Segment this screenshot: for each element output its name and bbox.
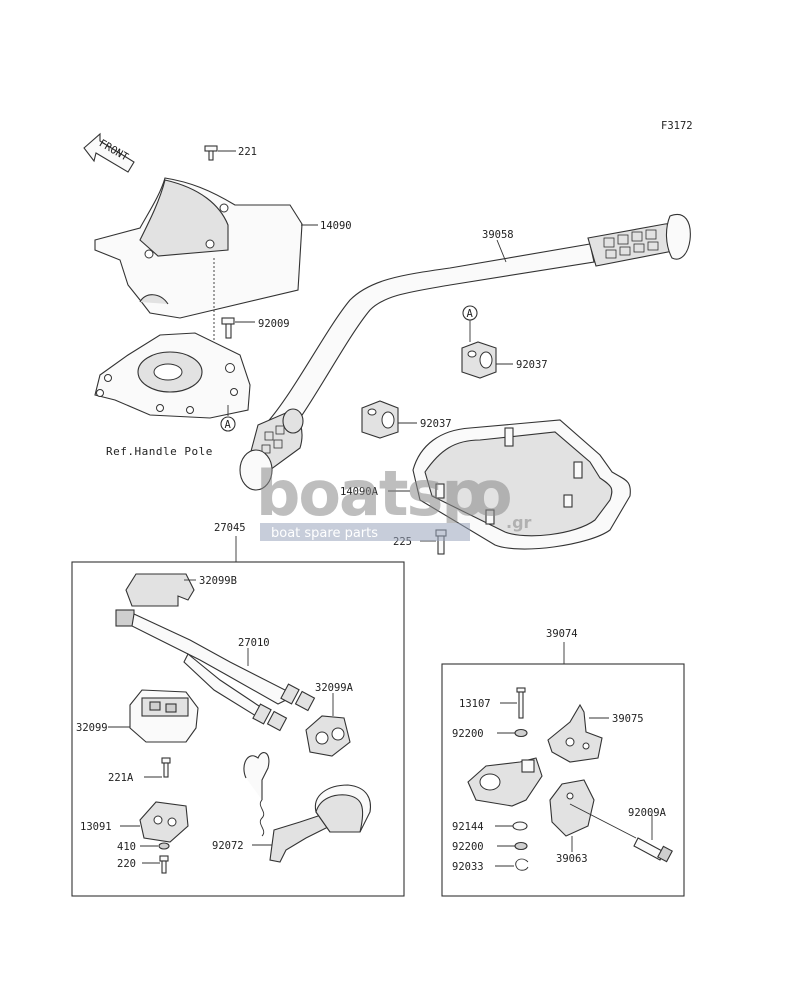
clamp-92037-upper — [461, 341, 497, 379]
handlebar-39058 — [239, 214, 691, 491]
label-32099: 32099 — [76, 722, 108, 734]
callout-a-left: A — [220, 416, 236, 432]
handle-cover-14090 — [94, 177, 303, 319]
label-221A: 221A — [108, 772, 134, 784]
pin-13107 — [516, 687, 526, 719]
clamp-32099A — [305, 715, 351, 757]
cable-terminal-lower — [252, 703, 288, 732]
spring-92144 — [512, 821, 528, 831]
label-13107: 13107 — [459, 698, 491, 710]
screw-221A — [161, 757, 171, 778]
throttle-body — [467, 757, 543, 807]
holder-13091 — [139, 801, 189, 843]
label-92037-upper: 92037 — [516, 359, 548, 371]
screw-220 — [159, 855, 169, 874]
label-221: 221 — [238, 146, 257, 158]
label-92144: 92144 — [452, 821, 484, 833]
label-13091: 13091 — [80, 821, 112, 833]
cable-27010 — [115, 609, 316, 732]
label-39058: 39058 — [482, 229, 514, 241]
label-27045: 27045 — [214, 522, 246, 534]
washer-92200-lower — [514, 841, 528, 851]
assembly-box-39074 — [441, 663, 685, 897]
handle-base-14090A — [412, 419, 631, 550]
washer-92200-upper — [514, 728, 528, 738]
label-92037-lower: 92037 — [420, 418, 452, 430]
front-arrow-icon: FRONT — [83, 132, 135, 173]
watermark-brand: boatsp — [256, 457, 484, 530]
label-14090: 14090 — [320, 220, 352, 232]
label-92200-upper: 92200 — [452, 728, 484, 740]
callout-a-right: A — [462, 305, 478, 321]
cable-terminal-upper — [280, 683, 316, 712]
ref-handle-pole-label: Ref.Handle Pole — [106, 445, 213, 458]
cover-32099B — [125, 573, 195, 607]
label-39063: 39063 — [556, 853, 588, 865]
circlip-92033 — [515, 858, 529, 871]
label-32099B: 32099B — [199, 575, 237, 587]
handle-pole-base-plate — [94, 332, 251, 419]
watermark: boatsp o .gr boat spare parts — [256, 457, 532, 541]
label-39075: 39075 — [612, 713, 644, 725]
watermark-brand-suffix: o — [470, 457, 513, 530]
label-92072: 92072 — [212, 840, 244, 852]
callout-a-left-text: A — [225, 419, 232, 431]
label-32099A: 32099A — [315, 682, 354, 694]
screw-221 — [204, 145, 218, 161]
washer-410 — [158, 842, 170, 850]
clamp-92037-lower — [361, 400, 399, 439]
label-92200-lower: 92200 — [452, 841, 484, 853]
label-92009: 92009 — [258, 318, 290, 330]
watermark-tagline-bg — [260, 523, 470, 541]
watermark-domain: .gr — [506, 513, 532, 532]
sleeve-39063 — [549, 779, 595, 837]
screw-92009A — [633, 837, 673, 863]
figure-code: F3172 — [661, 120, 693, 132]
label-39074: 39074 — [546, 628, 578, 640]
label-92009A: 92009A — [628, 807, 667, 819]
callout-a-right-text: A — [467, 308, 474, 320]
label-14090A: 14090A — [340, 486, 379, 498]
watermark-tagline: boat spare parts — [271, 526, 378, 541]
label-410: 410 — [117, 841, 136, 853]
screw-92009 — [221, 317, 235, 339]
label-27010: 27010 — [238, 637, 270, 649]
lanyard-clip-92072 — [243, 752, 371, 863]
label-220: 220 — [117, 858, 136, 870]
label-92033: 92033 — [452, 861, 484, 873]
lever-39075 — [547, 703, 603, 763]
assembly-box-27045 — [71, 561, 405, 897]
housing-32099 — [129, 689, 199, 743]
